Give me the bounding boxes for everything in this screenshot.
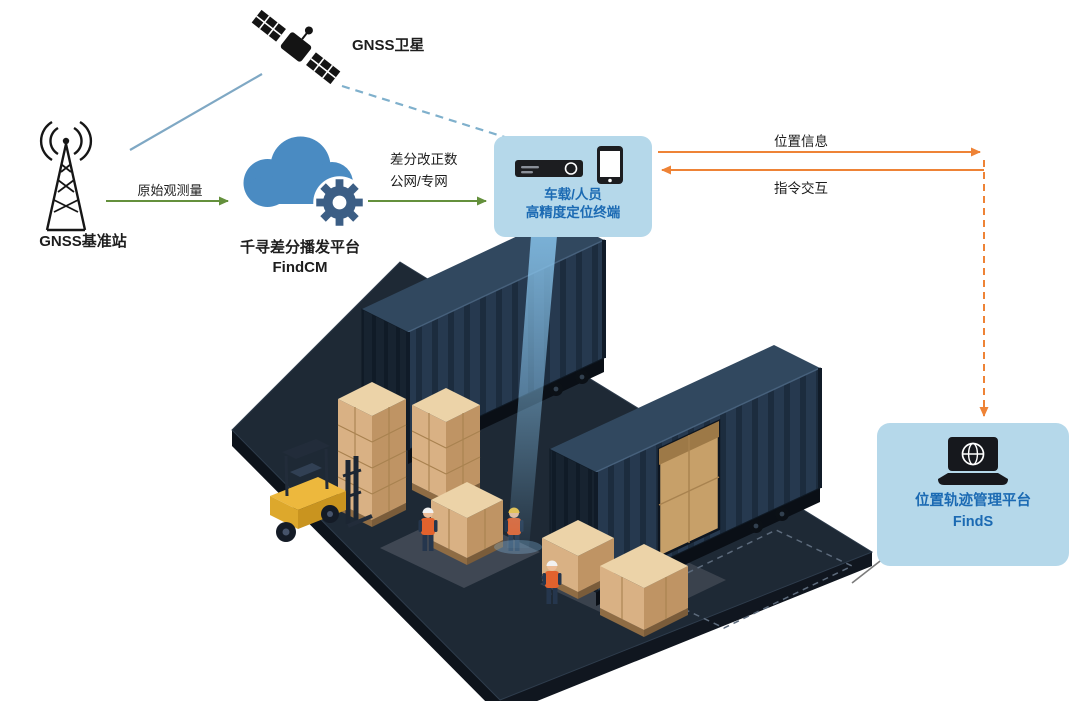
satellite-to-terminal-line — [341, 84, 515, 142]
callout-tail-line — [851, 557, 885, 584]
command-exchange-label: 指令交互 — [774, 181, 828, 196]
management-platform-bubble: 位置轨迹管理平台 FindS — [877, 423, 1069, 566]
warehouse-scene — [231, 217, 874, 701]
pallet-stack-2 — [411, 388, 481, 507]
flow-correction-label-2: 公网/专网 — [390, 174, 448, 189]
pallet-box-3 — [600, 544, 688, 637]
platform-name-label: 位置轨迹管理平台 — [915, 493, 1031, 509]
positioning-beam — [494, 236, 557, 554]
satellite-icon — [251, 9, 341, 85]
terminal-line1: 车载/人员 — [544, 187, 602, 202]
base-station-icon — [39, 120, 93, 232]
smartphone-icon — [597, 146, 623, 184]
base-station-label: GNSS基准站 — [39, 233, 127, 250]
cloud-product-label: FindCM — [272, 258, 328, 276]
gear-icon — [316, 179, 363, 226]
terminal-line2: 高精度定位终端 — [525, 204, 621, 220]
floor-marking — [646, 529, 854, 629]
worker-3 — [542, 560, 562, 604]
position-info-label: 位置信息 — [774, 134, 828, 149]
laptop-globe-icon — [938, 437, 1008, 485]
cloud-name-label: 千寻差分播发平台 — [239, 239, 360, 256]
cloud-gear-icon — [243, 136, 366, 229]
connection-lines — [106, 73, 989, 584]
satellite-to-base-line — [129, 73, 263, 151]
forklift — [270, 439, 373, 542]
satellite-label: GNSS卫星 — [352, 37, 425, 54]
terminal-bubble: 车载/人员 高精度定位终端 — [494, 136, 652, 237]
terminal-icons — [515, 146, 623, 184]
platform-product-label: FindS — [952, 513, 994, 530]
pallet-box-1 — [431, 482, 503, 565]
cloud-platform-label: 千寻差分播发平台 FindCM — [217, 238, 383, 277]
flow-correction-label-1: 差分改正数 — [390, 152, 458, 167]
worker-1 — [418, 507, 438, 551]
container-open-door — [657, 419, 721, 559]
flow-raw-obs-label: 原始观测量 — [137, 183, 203, 198]
receiver-icon — [515, 160, 583, 177]
